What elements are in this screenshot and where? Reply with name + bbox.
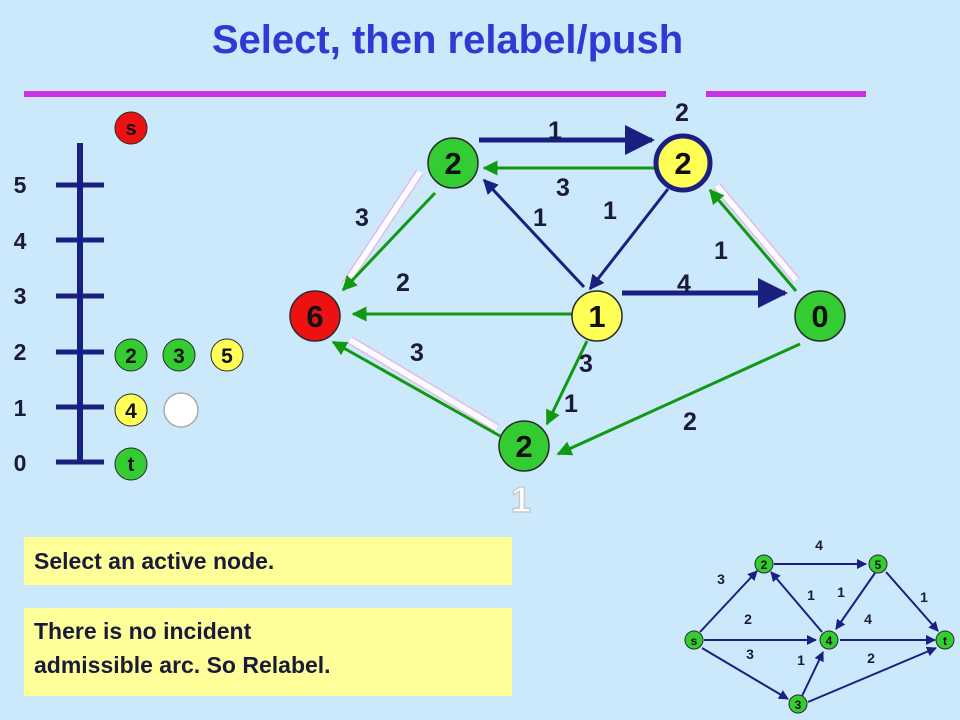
mini-arc-s-2	[699, 570, 758, 633]
title-underline-right	[706, 91, 866, 97]
title-underline-left	[24, 91, 666, 97]
height-label-0: 0	[14, 450, 27, 476]
svg-text:4: 4	[815, 537, 823, 553]
scale-node-t: t	[114, 447, 148, 481]
svg-text:s: s	[691, 634, 698, 648]
node-2: 2	[427, 137, 479, 189]
arc-4-to-2	[482, 178, 586, 289]
arc-label: 2	[396, 269, 410, 297]
scale-node-3: 3	[162, 338, 196, 372]
svg-text:4: 4	[125, 400, 137, 423]
scale-node-5: 5	[210, 338, 244, 372]
svg-text:t: t	[943, 634, 947, 648]
arc-3-to-s	[331, 340, 501, 438]
main-graph-arcs	[331, 125, 801, 456]
svg-text:2: 2	[444, 146, 461, 181]
main-graph-nodes: 6 2 2 1 0 2	[289, 133, 846, 472]
svg-text:5: 5	[875, 558, 882, 572]
height-label-1: 1	[14, 395, 27, 421]
svg-text:3: 3	[746, 646, 754, 662]
arc-label: 4	[677, 270, 691, 298]
arc-4-to-3	[545, 340, 589, 426]
relabel-note-line2: admissible arc. So Relabel.	[34, 652, 331, 678]
svg-text:3: 3	[173, 345, 185, 368]
arc-2-to-s	[341, 191, 437, 292]
mini-node-t: t	[935, 630, 955, 650]
arc-label: 1	[714, 237, 728, 265]
mini-graph: 3 4 2 1 1 4 1 3 1 2 s 2 5 4 t	[684, 537, 955, 714]
svg-text:t: t	[128, 454, 135, 476]
arc-label: 1	[603, 197, 617, 225]
mini-arc-3-4	[801, 651, 824, 697]
svg-text:2: 2	[515, 429, 532, 464]
svg-text:6: 6	[306, 299, 323, 334]
mini-arc-3-t	[807, 646, 937, 703]
arc-label: 3	[579, 350, 593, 378]
page-title: Select, then relabel/push	[211, 18, 684, 62]
scale-node-4: 4	[114, 393, 148, 427]
svg-text:1: 1	[588, 299, 605, 334]
select-note: Select an active node.	[24, 537, 512, 585]
mini-arc-5-4	[835, 572, 876, 630]
svg-text:2: 2	[744, 611, 752, 627]
svg-text:3: 3	[717, 571, 725, 587]
arc-label: 1	[564, 390, 578, 418]
arc-label: 3	[410, 339, 424, 367]
arc-t-to-3	[556, 342, 801, 456]
scale-node-ghost	[163, 392, 199, 428]
node-s: 6	[289, 290, 341, 342]
relabel-note-line1: There is no incident	[34, 618, 252, 644]
svg-text:5: 5	[221, 345, 233, 368]
node-3: 2	[498, 420, 550, 472]
svg-text:2: 2	[867, 650, 875, 666]
scale-node-s: s	[114, 111, 148, 145]
svg-text:0: 0	[811, 299, 828, 334]
mini-arc-5-t	[885, 571, 939, 632]
svg-text:1: 1	[920, 589, 928, 605]
svg-text:1: 1	[797, 652, 805, 668]
node-4: 1	[571, 290, 623, 342]
svg-text:s: s	[125, 118, 136, 140]
mini-node-5: 5	[868, 554, 888, 574]
mini-node-s: s	[684, 630, 704, 650]
arc-label: 3	[355, 204, 369, 232]
svg-text:4: 4	[826, 634, 833, 648]
scale-node-2: 2	[114, 338, 148, 372]
height-scale: 5 4 3 2 1 0 s 2 3 5 4	[14, 111, 244, 481]
svg-text:1: 1	[837, 584, 845, 600]
mini-arc-s-3	[701, 647, 789, 700]
height-label-5: 5	[14, 172, 27, 198]
svg-text:2: 2	[125, 345, 137, 368]
node3-old-height-label: 1	[511, 479, 531, 520]
relabel-note: There is no incident admissible arc. So …	[24, 608, 512, 696]
arc-label: 3	[556, 174, 570, 202]
arc-label: 1	[548, 117, 562, 145]
select-note-text: Select an active node.	[34, 548, 275, 574]
arc-t-to-5	[708, 188, 798, 292]
mini-arc-4-2	[770, 571, 823, 633]
height-label-4: 4	[14, 228, 27, 254]
height-label-3: 3	[14, 283, 27, 309]
mini-node-4: 4	[819, 630, 839, 650]
svg-text:1: 1	[807, 587, 815, 603]
svg-text:2: 2	[674, 146, 691, 181]
svg-text:2: 2	[761, 558, 768, 572]
svg-text:3: 3	[795, 698, 802, 712]
arc-5-to-4	[588, 188, 670, 291]
node-5-selected: 2	[653, 133, 713, 193]
node-t: 0	[794, 290, 846, 342]
node5-height-label: 2	[675, 99, 689, 127]
main-graph-arc-labels: 1 3 3 1 1 1 2 4 3 3 1 2 2 1	[355, 99, 728, 521]
mini-node-2: 2	[754, 554, 774, 574]
mini-node-3: 3	[788, 694, 808, 714]
arc-label: 2	[683, 408, 697, 436]
svg-text:4: 4	[864, 611, 872, 627]
height-label-2: 2	[14, 339, 27, 365]
arc-label: 1	[533, 204, 547, 232]
